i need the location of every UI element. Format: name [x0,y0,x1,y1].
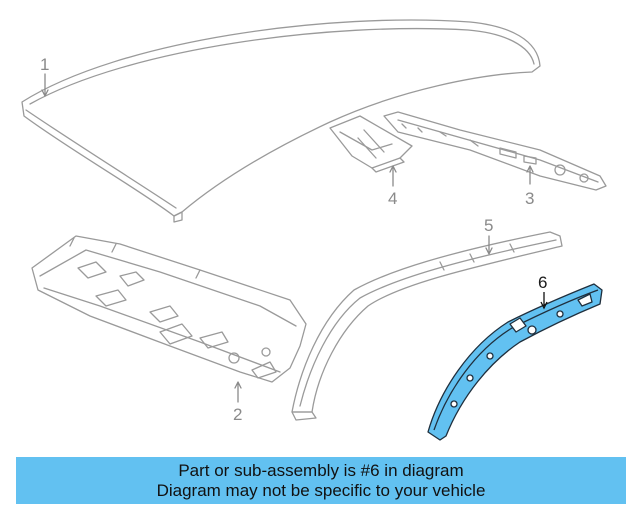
roof-panel [21,19,541,223]
callout-1: 1 [40,55,49,74]
front-header-panel [31,235,307,383]
callout-4: 4 [388,189,397,208]
callout-5: 5 [484,216,493,235]
windshield-frame [291,231,563,421]
callout-3: 3 [525,189,534,208]
parts-diagram: 1 2 3 4 5 6 [21,19,607,441]
leader-lines [41,73,534,403]
callout-6: 6 [538,273,547,292]
callout-2: 2 [233,405,242,424]
banner-line-part-number: Part or sub-assembly is #6 in diagram [178,460,464,480]
leader-line-6 [540,292,548,310]
roof-bracket [329,115,413,173]
highlighted-a-pillar [427,283,603,441]
banner-line-disclaimer: Diagram may not be specific to your vehi… [156,480,486,500]
info-banner: Part or sub-assembly is #6 in diagram Di… [16,457,626,504]
rear-roof-rail [383,111,607,191]
